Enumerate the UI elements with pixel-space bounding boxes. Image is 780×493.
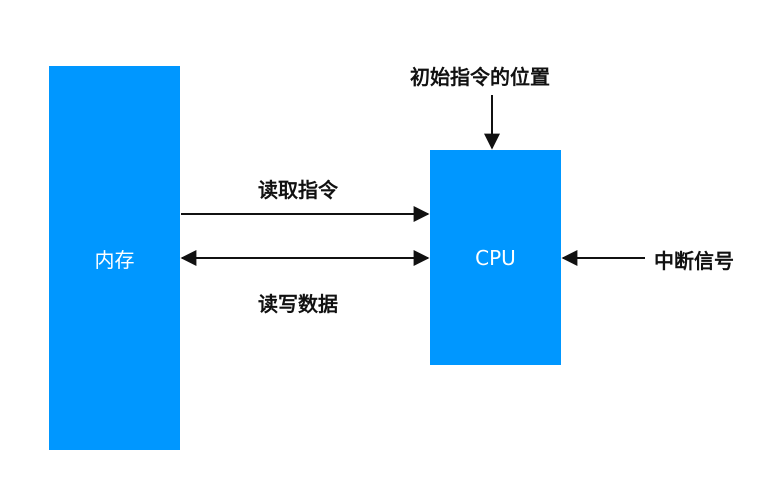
memory-label: 内存 bbox=[94, 247, 135, 272]
read-write-data-label: 读写数据 bbox=[258, 292, 338, 316]
cpu-box: CPU bbox=[430, 150, 561, 365]
memory-box: 内存 bbox=[49, 66, 180, 450]
initial-instruction-label: 初始指令的位置 bbox=[410, 65, 550, 89]
cpu-label: CPU bbox=[475, 245, 516, 270]
read-instruction-label: 读取指令 bbox=[258, 178, 338, 202]
interrupt-signal-label: 中断信号 bbox=[654, 249, 734, 273]
